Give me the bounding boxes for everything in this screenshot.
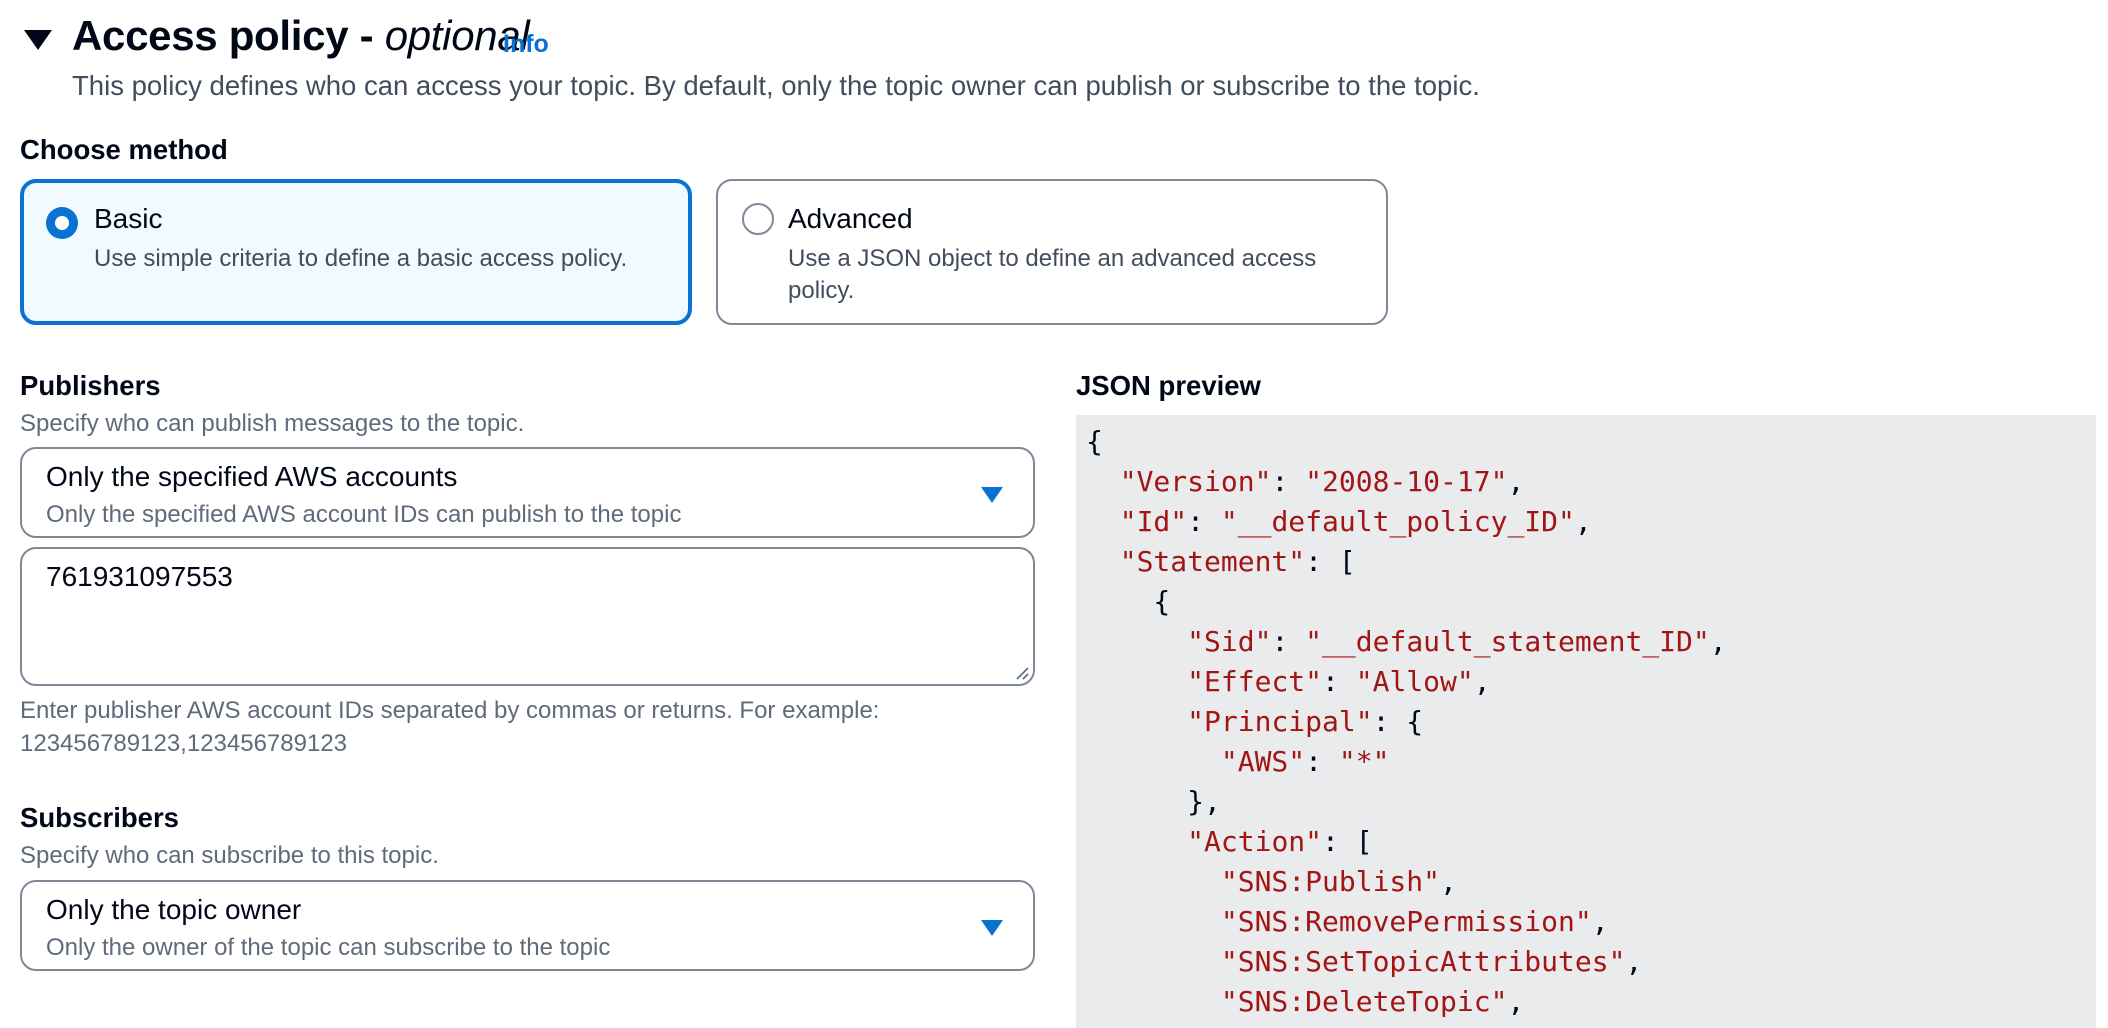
method-basic-title: Basic	[94, 203, 163, 234]
json-value: "__default_policy_ID"	[1220, 505, 1575, 538]
subscribers-label: Subscribers	[20, 802, 179, 833]
subscribers-select-value: Only the topic owner	[46, 894, 302, 925]
json-preview-label: JSON preview	[1076, 370, 1261, 401]
chevron-down-icon	[981, 920, 1003, 936]
json-action: "SNS:SetTopicAttributes"	[1220, 945, 1626, 978]
publishers-label: Publishers	[20, 370, 161, 401]
resize-handle-icon[interactable]	[1015, 666, 1029, 680]
publishers-hint: Enter publisher AWS account IDs separate…	[20, 694, 879, 760]
json-key: "Statement"	[1119, 545, 1306, 578]
choose-method-label: Choose method	[20, 134, 228, 165]
publishers-select-description: Only the specified AWS account IDs can p…	[46, 501, 682, 528]
publishers-hint-line1: Enter publisher AWS account IDs separate…	[20, 697, 880, 724]
section-title: Access policy - optional	[72, 12, 530, 59]
publishers-select-value: Only the specified AWS accounts	[46, 461, 458, 492]
json-key: "Sid"	[1187, 625, 1272, 658]
chevron-down-icon	[981, 487, 1003, 503]
json-key: "Principal"	[1187, 705, 1373, 738]
info-link[interactable]: Info	[503, 30, 549, 58]
json-key: "Effect"	[1187, 665, 1323, 698]
json-value: "__default_statement_ID"	[1305, 625, 1710, 658]
method-tile-basic[interactable]: Basic Use simple criteria to define a ba…	[20, 179, 692, 325]
json-key: "Action"	[1187, 825, 1323, 858]
subscribers-description: Specify who can subscribe to this topic.	[20, 842, 439, 869]
publisher-accounts-value: 761931097553	[46, 561, 233, 592]
method-basic-description: Use simple criteria to define a basic ac…	[94, 245, 628, 272]
json-key: "Version"	[1119, 465, 1272, 498]
json-value: "Allow"	[1355, 665, 1474, 698]
method-advanced-description: Use a JSON object to define an advanced …	[788, 245, 1317, 304]
radio-basic[interactable]	[46, 207, 78, 239]
json-value: "*"	[1338, 745, 1390, 778]
publishers-select[interactable]: Only the specified AWS accounts Only the…	[20, 447, 1035, 538]
section-description: This policy defines who can access your …	[72, 70, 1480, 101]
publishers-description: Specify who can publish messages to the …	[20, 410, 525, 437]
json-key: "Id"	[1119, 505, 1188, 538]
publishers-hint-example: 123456789123,123456789123	[20, 730, 348, 757]
json-key: "AWS"	[1220, 745, 1306, 778]
json-preview-code: { "Version": "2008-10-17", "Id": "__defa…	[1076, 415, 2096, 1028]
json-action: "SNS:DeleteTopic"	[1220, 985, 1508, 1018]
subscribers-select-description: Only the owner of the topic can subscrib…	[46, 934, 611, 961]
radio-advanced[interactable]	[742, 203, 774, 235]
method-advanced-title: Advanced	[788, 203, 913, 234]
json-open-brace: {	[1086, 425, 1103, 458]
subscribers-select[interactable]: Only the topic owner Only the owner of t…	[20, 880, 1035, 971]
publisher-accounts-textarea[interactable]: 761931097553	[20, 547, 1035, 686]
json-action: "SNS:Publish"	[1220, 865, 1441, 898]
collapse-caret-icon[interactable]	[24, 30, 52, 50]
optional-label: optional	[384, 12, 530, 59]
json-value: "2008-10-17"	[1305, 465, 1508, 498]
method-tile-advanced[interactable]: Advanced Use a JSON object to define an …	[716, 179, 1388, 325]
json-action: "SNS:RemovePermission"	[1220, 905, 1592, 938]
